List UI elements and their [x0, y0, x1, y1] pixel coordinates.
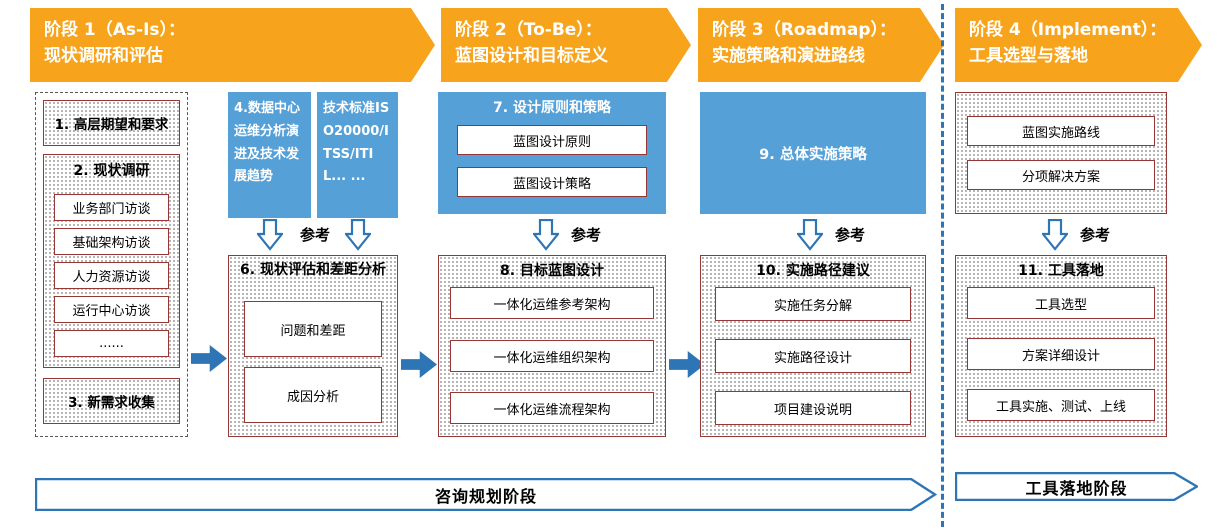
phase-divider-line: [941, 4, 944, 527]
reference-down-arrow-icon: [797, 219, 823, 251]
landing-item: 工具选型: [967, 287, 1155, 319]
blueprint-item: 一体化运维参考架构: [450, 287, 654, 319]
reference-down-arrow-icon: [1042, 219, 1068, 251]
principles-item: 蓝图设计原则: [457, 125, 647, 155]
roadmap-item: 实施路径设计: [715, 339, 911, 373]
reference-label: 参考: [834, 226, 865, 244]
tool-landing-title: 11. 工具落地: [1018, 263, 1104, 279]
phase2-banner-line2: 蓝图设计和目标定义: [455, 46, 608, 67]
blueprint-title: 8. 目标蓝图设计: [500, 263, 604, 279]
plan-item: 蓝图实施路线: [967, 116, 1155, 146]
interview-item: 业务部门访谈: [54, 194, 169, 221]
phase2-banner: 阶段 2（To-Be）： 蓝图设计和目标定义: [441, 8, 691, 82]
reference-down-arrow-icon: [533, 219, 559, 251]
flow-arrow-icon: [401, 351, 437, 378]
new-requirements-box: 3. 新需求收集: [43, 378, 180, 424]
principles-item: 蓝图设计策略: [457, 167, 647, 197]
phase4-banner-line2: 工具选型与落地: [969, 46, 1088, 67]
overall-strategy-box: 9. 总体实施策略: [700, 92, 926, 214]
landing-stage-arrow: 工具落地阶段: [955, 472, 1198, 501]
phase3-banner-line1: 阶段 3（Roadmap）：: [712, 20, 897, 40]
reference-down-arrow-icon: [257, 219, 283, 251]
assessment-item: 成因分析: [244, 367, 382, 423]
assessment-item: 问题和差距: [244, 301, 382, 357]
design-principles-title: 7. 设计原则和策略: [493, 100, 611, 116]
consulting-stage-arrow: 咨询规划阶段: [35, 478, 937, 511]
phase1-banner-line1: 阶段 1（As-Is）：: [44, 20, 186, 40]
reference-label: 参考: [299, 226, 330, 244]
assessment-title: 6. 现状评估和差距分析: [240, 262, 386, 278]
implementation-plan-box: [955, 92, 1167, 214]
blueprint-item: 一体化运维组织架构: [450, 340, 654, 372]
phase3-banner-line2: 实施策略和演进路线: [712, 46, 865, 67]
survey-title: 2. 现状调研: [73, 163, 150, 179]
landing-item: 工具实施、测试、上线: [967, 389, 1155, 421]
phase1-banner: 阶段 1（As-Is）： 现状调研和评估: [30, 8, 435, 82]
phase4-banner: 阶段 4（Implement）： 工具选型与落地: [955, 8, 1202, 82]
expectations-box: 1. 高层期望和要求: [43, 100, 180, 146]
interview-item: 人力资源访谈: [54, 262, 169, 289]
phase1-banner-line2: 现状调研和评估: [44, 46, 163, 67]
phase4-banner-line1: 阶段 4（Implement）：: [969, 20, 1167, 40]
consulting-stage-label: 咨询规划阶段: [434, 486, 537, 506]
plan-item: 分项解决方案: [967, 160, 1155, 190]
reference-label: 参考: [1079, 226, 1110, 244]
roadmap-item: 项目建设说明: [715, 391, 911, 425]
landing-stage-label: 工具落地阶段: [1025, 478, 1128, 498]
phase3-banner: 阶段 3（Roadmap）： 实施策略和演进路线: [698, 8, 944, 82]
interview-item: 基础架构访谈: [54, 228, 169, 255]
flow-arrow-icon: [191, 345, 227, 372]
interview-item: 运行中心访谈: [54, 296, 169, 323]
reference-label: 参考: [570, 226, 601, 244]
phase2-banner-line1: 阶段 2（To-Be）：: [455, 20, 602, 40]
reference-down-arrow-icon: [345, 219, 371, 251]
trend-reference-box: 4.数据中心运维分析演进及技术发展趋势: [228, 92, 311, 218]
landing-item: 方案详细设计: [967, 338, 1155, 370]
interview-item-ellipsis: ......: [54, 330, 169, 357]
blueprint-item: 一体化运维流程架构: [450, 392, 654, 424]
stage-arrow-outline-icon: [35, 478, 937, 511]
stage-arrow-outline-icon: [955, 472, 1198, 501]
roadmap-item: 实施任务分解: [715, 287, 911, 321]
standards-reference-box: 技术标准ISO20000/ITSS/ITIL... ...: [317, 92, 398, 218]
roadmap-title: 10. 实施路径建议: [756, 263, 870, 279]
